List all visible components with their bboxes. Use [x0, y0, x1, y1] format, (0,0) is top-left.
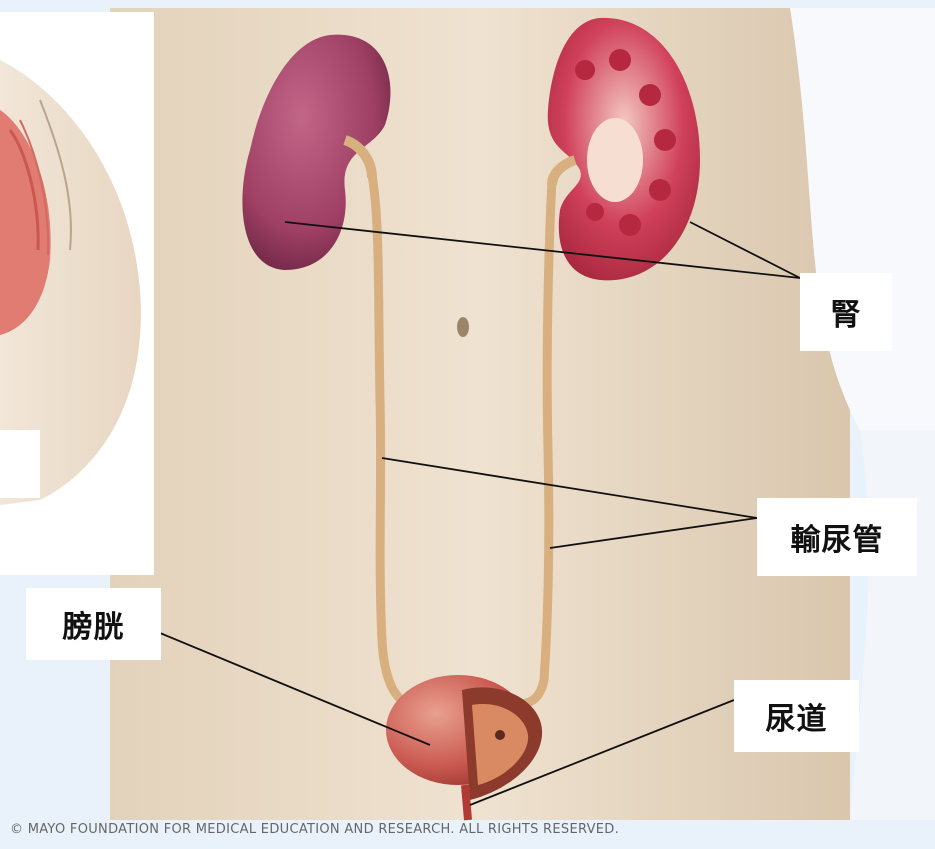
inset-label-box: [0, 430, 40, 498]
bladder-label: 膀胱: [26, 588, 161, 660]
ureter-label: 輸尿管: [757, 498, 917, 576]
urethra-label: 尿道: [734, 680, 859, 752]
urethra: [465, 785, 468, 820]
copyright-text: © MAYO FOUNDATION FOR MEDICAL EDUCATION …: [10, 822, 910, 837]
right-kidney-pelvis: [587, 118, 643, 202]
kidney-label: 腎: [800, 273, 892, 351]
torso-right-lower: [850, 430, 935, 820]
navel: [457, 317, 469, 337]
